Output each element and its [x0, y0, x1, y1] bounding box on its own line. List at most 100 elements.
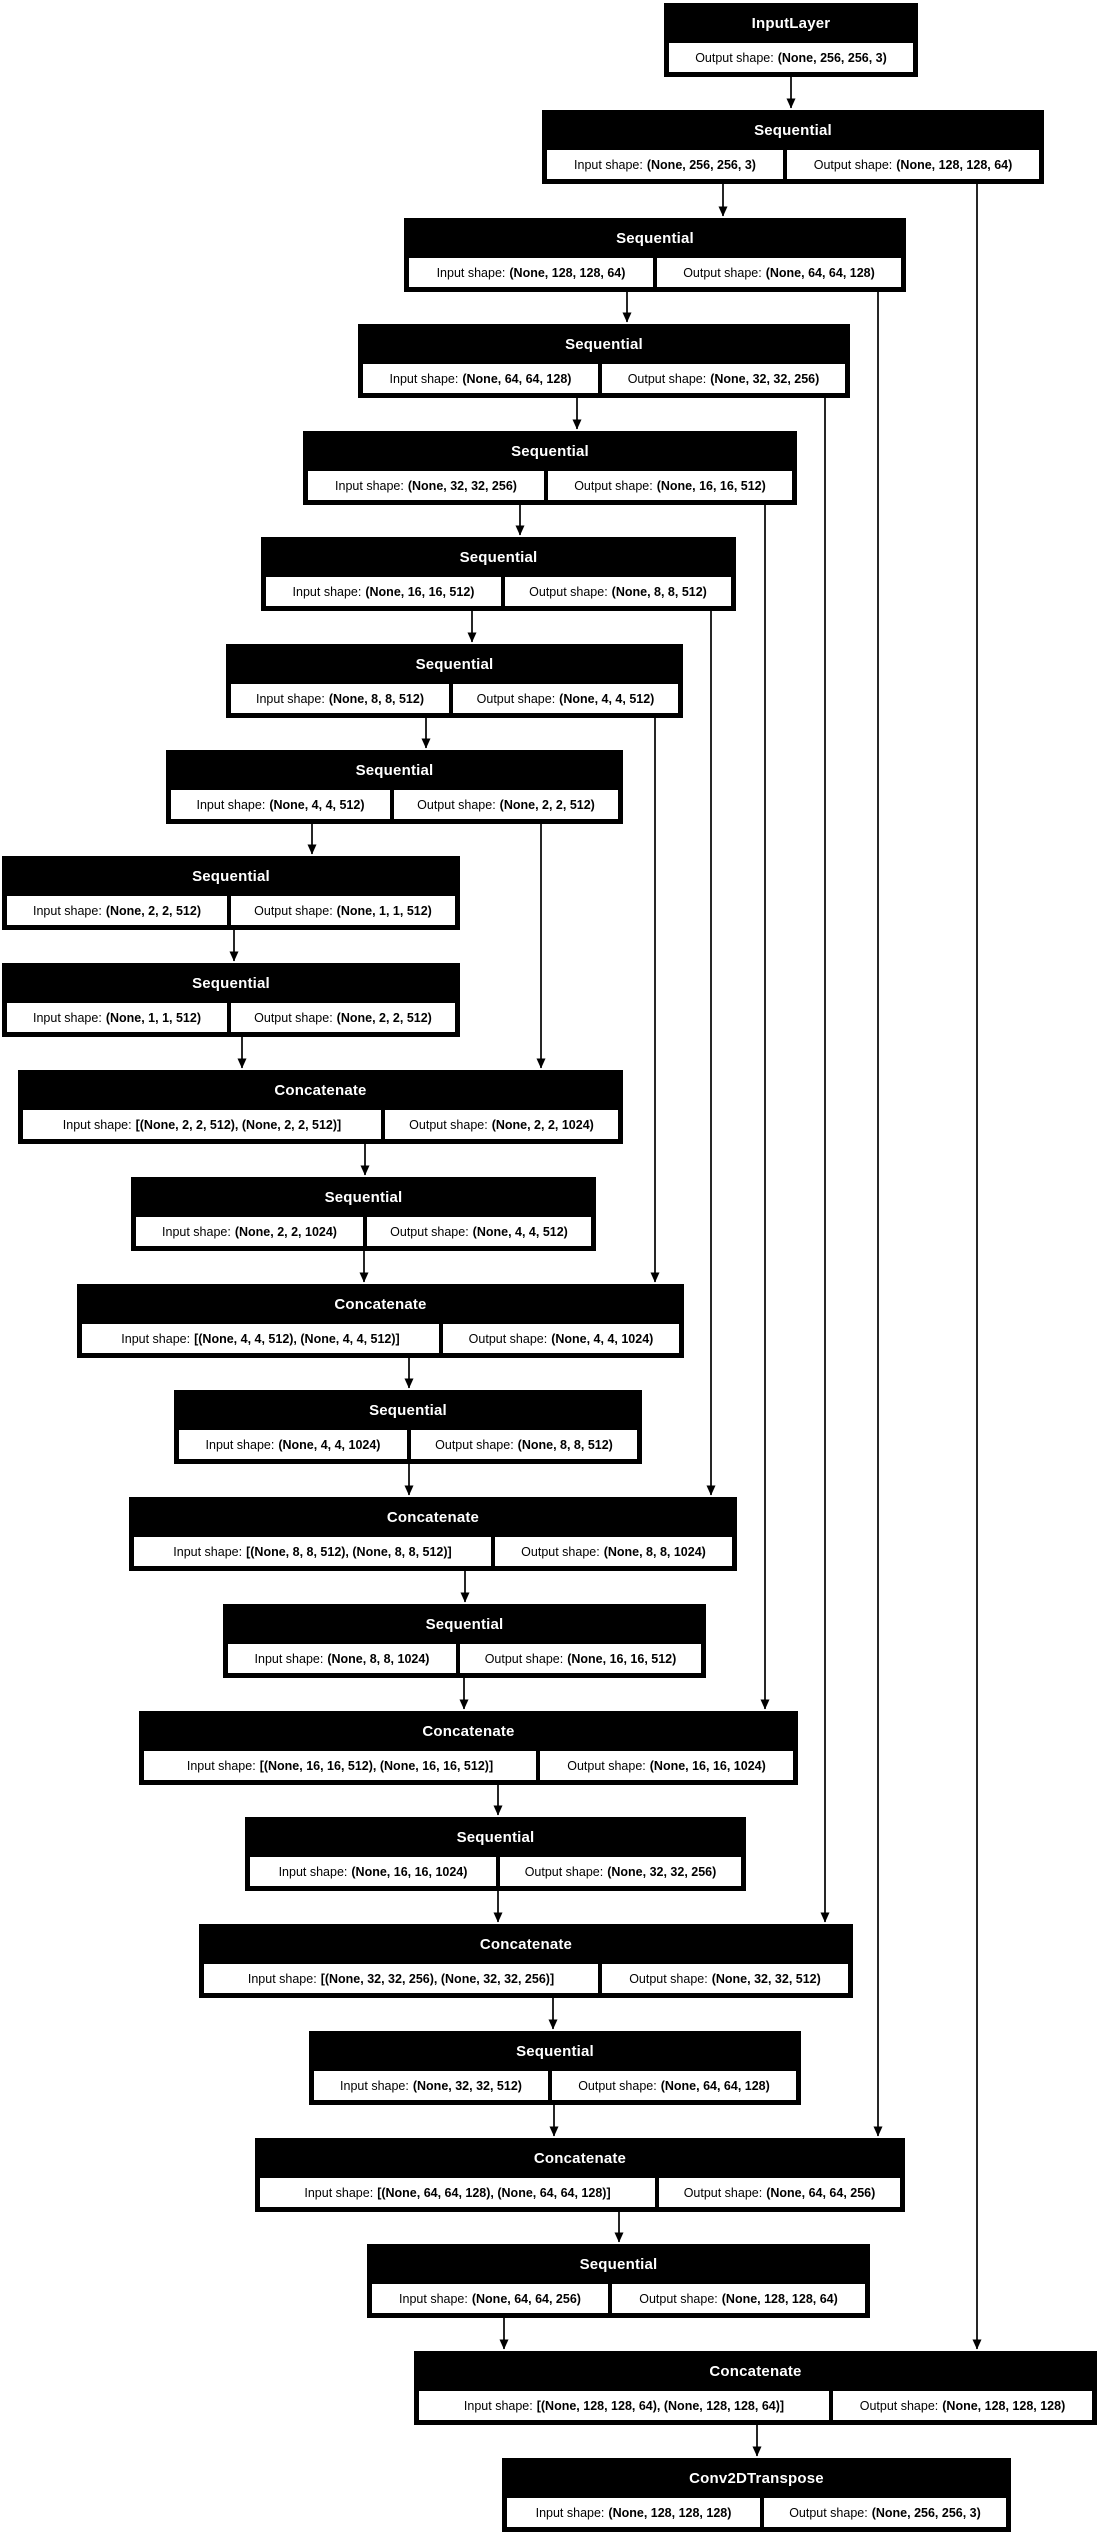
output-shape-cell: Output shape: (None, 2, 2, 512): [393, 789, 619, 820]
input-shape-value: (None, 256, 256, 3): [646, 157, 756, 172]
output-shape-cell: Output shape: (None, 32, 32, 256): [601, 363, 846, 394]
input-shape-value: (None, 128, 128, 64): [509, 265, 626, 280]
input-shape-value: (None, 16, 16, 1024): [351, 1864, 468, 1879]
output-shape-value: (None, 256, 256, 3): [871, 2505, 981, 2520]
input-shape-label: Input shape:: [162, 1224, 231, 1239]
output-shape-label: Output shape:: [476, 691, 556, 706]
node-sequential-1: Sequential Input shape: (None, 256, 256,…: [542, 110, 1044, 184]
input-shape-cell: Input shape: (None, 32, 32, 256): [307, 470, 545, 501]
input-shape-label: Input shape:: [186, 1758, 256, 1773]
output-shape-cell: Output shape: (None, 1, 1, 512): [230, 895, 456, 926]
input-shape-value: (None, 2, 2, 1024): [234, 1224, 337, 1239]
input-shape-label: Input shape:: [121, 1331, 191, 1346]
output-shape-value: (None, 32, 32, 512): [711, 1971, 821, 1986]
layer-type-label: Sequential: [369, 1402, 447, 1419]
output-shape-cell: Output shape: (None, 16, 16, 1024): [539, 1750, 794, 1781]
input-shape-cell: Input shape: (None, 64, 64, 128): [362, 363, 599, 394]
input-shape-cell: Input shape: (None, 2, 2, 1024): [135, 1216, 364, 1247]
input-shape-value: (None, 128, 128, 128): [608, 2505, 732, 2520]
node-sequential-2: Sequential Input shape: (None, 128, 128,…: [404, 218, 906, 292]
output-shape-cell: Output shape: (None, 256, 256, 3): [763, 2497, 1007, 2528]
node-sequential-15: Sequential Input shape: (None, 64, 64, 2…: [367, 2244, 870, 2318]
output-shape-value: (None, 4, 4, 512): [472, 1224, 568, 1239]
layer-type-label: Sequential: [516, 2043, 594, 2060]
input-shape-cell: Input shape: (None, 64, 64, 256): [371, 2283, 609, 2314]
output-shape-label: Output shape:: [627, 371, 707, 386]
layer-type-label: Sequential: [456, 1829, 535, 1846]
layer-type-label: Concatenate: [533, 2150, 627, 2167]
input-shape-cell: Input shape: [(None, 4, 4, 512), (None, …: [81, 1323, 440, 1354]
output-shape-value: (None, 32, 32, 256): [710, 371, 820, 386]
input-shape-value: [(None, 128, 128, 64), (None, 128, 128, …: [536, 2398, 785, 2413]
output-shape-cell: Output shape: (None, 64, 64, 256): [658, 2177, 901, 2208]
output-shape-cell: Output shape: (None, 128, 128, 64): [786, 149, 1040, 180]
output-shape-label: Output shape:: [574, 478, 653, 493]
layer-type-label: Sequential: [754, 122, 832, 139]
input-shape-label: Input shape:: [196, 797, 266, 812]
node-sequential-6: Sequential Input shape: (None, 8, 8, 512…: [226, 644, 683, 718]
output-shape-label: Output shape:: [683, 2185, 763, 2200]
output-shape-label: Output shape:: [409, 1117, 488, 1132]
input-shape-value: (None, 8, 8, 1024): [327, 1651, 430, 1666]
input-shape-label: Input shape:: [574, 157, 643, 172]
output-shape-label: Output shape:: [521, 1544, 600, 1559]
input-shape-cell: Input shape: (None, 8, 8, 512): [230, 683, 450, 714]
input-shape-cell: Input shape: [(None, 16, 16, 512), (None…: [143, 1750, 537, 1781]
input-shape-label: Input shape:: [62, 1117, 132, 1132]
input-shape-value: (None, 64, 64, 128): [462, 371, 572, 386]
output-shape-cell: Output shape: (None, 8, 8, 512): [410, 1429, 638, 1460]
output-shape-cell: Output shape: (None, 32, 32, 256): [499, 1856, 742, 1887]
input-shape-label: Input shape:: [247, 1971, 317, 1986]
input-shape-label: Input shape:: [256, 691, 325, 706]
node-sequential-5: Sequential Input shape: (None, 16, 16, 5…: [261, 537, 736, 611]
input-shape-label: Input shape:: [340, 2078, 409, 2093]
input-shape-cell: Input shape: (None, 1, 1, 512): [6, 1002, 228, 1033]
output-shape-label: Output shape:: [629, 1971, 708, 1986]
input-shape-value: [(None, 2, 2, 512), (None, 2, 2, 512)]: [135, 1117, 342, 1132]
input-shape-label: Input shape:: [173, 1544, 243, 1559]
input-shape-cell: Input shape: [(None, 8, 8, 512), (None, …: [133, 1536, 492, 1567]
input-shape-value: (None, 64, 64, 256): [471, 2291, 581, 2306]
layer-type-label: Sequential: [616, 230, 694, 247]
output-shape-value: (None, 8, 8, 512): [611, 584, 707, 599]
layer-type-label: Concatenate: [274, 1082, 367, 1099]
output-shape-cell: Output shape: (None, 4, 4, 1024): [442, 1323, 680, 1354]
layer-type-label: Sequential: [192, 975, 270, 992]
input-shape-value: (None, 2, 2, 512): [105, 903, 201, 918]
output-shape-label: Output shape:: [484, 1651, 564, 1666]
output-shape-cell: Output shape: (None, 4, 4, 512): [366, 1216, 592, 1247]
node-sequential-13: Sequential Input shape: (None, 16, 16, 1…: [245, 1817, 746, 1891]
layer-type-label: Conv2DTranspose: [689, 2470, 824, 2487]
layer-type-label: Concatenate: [386, 1509, 480, 1526]
output-shape-value: (None, 64, 64, 128): [765, 265, 875, 280]
input-shape-label: Input shape:: [254, 1651, 324, 1666]
input-shape-value: (None, 32, 32, 512): [412, 2078, 522, 2093]
output-shape-cell: Output shape: (None, 2, 2, 1024): [384, 1109, 619, 1140]
node-sequential-11: Sequential Input shape: (None, 4, 4, 102…: [174, 1390, 642, 1464]
output-shape-label: Output shape:: [578, 2078, 657, 2093]
input-shape-value: [(None, 4, 4, 512), (None, 4, 4, 512)]: [194, 1331, 400, 1346]
output-shape-label: Output shape:: [813, 157, 893, 172]
output-shape-label: Output shape:: [683, 265, 762, 280]
output-shape-value: (None, 64, 64, 256): [766, 2185, 876, 2200]
node-concatenate-2: Concatenate Input shape: [(None, 4, 4, 5…: [77, 1284, 684, 1358]
input-shape-label: Input shape:: [278, 1864, 348, 1879]
output-shape-cell: Output shape: (None, 2, 2, 512): [230, 1002, 456, 1033]
output-shape-value: (None, 16, 16, 512): [656, 478, 766, 493]
node-concatenate-5: Concatenate Input shape: [(None, 32, 32,…: [199, 1924, 853, 1998]
input-shape-label: Input shape:: [335, 478, 404, 493]
input-shape-cell: Input shape: (None, 16, 16, 1024): [249, 1856, 497, 1887]
layer-type-label: Sequential: [425, 1616, 504, 1633]
input-shape-cell: Input shape: [(None, 64, 64, 128), (None…: [259, 2177, 656, 2208]
layer-type-label: InputLayer: [751, 15, 831, 32]
layer-type-label: Concatenate: [334, 1296, 427, 1313]
output-shape-value: (None, 2, 2, 512): [499, 797, 595, 812]
input-shape-cell: Input shape: (None, 128, 128, 128): [506, 2497, 761, 2528]
input-shape-value: (None, 32, 32, 256): [407, 478, 517, 493]
node-sequential-4: Sequential Input shape: (None, 32, 32, 2…: [303, 431, 797, 505]
input-shape-cell: Input shape: [(None, 128, 128, 64), (Non…: [418, 2390, 830, 2421]
output-shape-value: (None, 128, 128, 64): [721, 2291, 838, 2306]
input-shape-value: (None, 1, 1, 512): [105, 1010, 201, 1025]
node-sequential-8: Sequential Input shape: (None, 2, 2, 512…: [2, 856, 460, 930]
